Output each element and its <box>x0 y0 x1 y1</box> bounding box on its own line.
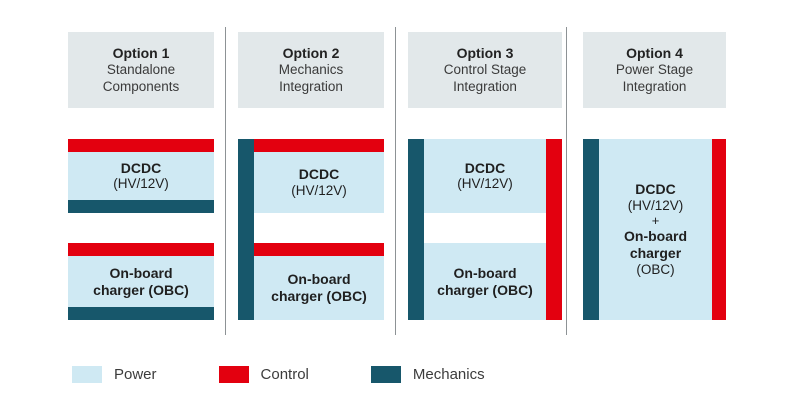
mechanics-bar-shared <box>408 139 424 320</box>
header-subtitle-line-1: Control Stage <box>443 62 527 78</box>
block-title-secondary: On-board <box>624 228 687 245</box>
header-title: Option 4 <box>626 44 683 61</box>
mechanics-bar-shared <box>238 139 254 320</box>
diagram-option-3: DCDC (HV/12V) On-board charger (OBC) <box>408 139 562 320</box>
block-subtitle: (HV/12V) <box>113 176 169 192</box>
block-subtitle: (HV/12V) <box>457 176 513 192</box>
block-title: DCDC <box>120 159 162 176</box>
swatch-control-icon <box>218 366 249 383</box>
block-obc: On-board charger (OBC) <box>254 243 384 320</box>
block-obc: On-board charger (OBC) <box>424 243 546 320</box>
block-dcdc: DCDC (HV/12V) <box>68 139 214 213</box>
column-header-option-1: Option 1 Standalone Components <box>68 32 214 108</box>
column-separator-2 <box>395 27 396 335</box>
header-subtitle-line-1: Power Stage <box>615 62 694 78</box>
block-title: On-board <box>109 264 173 281</box>
mechanics-bar-shared <box>583 139 599 320</box>
header-subtitle-line-2: Integration <box>622 78 687 94</box>
block-title: On-board <box>453 264 517 281</box>
header-subtitle-line-1: Standalone <box>106 62 176 78</box>
mechanics-bar-bottom <box>68 200 214 213</box>
header-subtitle-line-2: Components <box>102 78 180 94</box>
header-title: Option 3 <box>456 44 514 61</box>
swatch-power-icon <box>72 366 102 383</box>
block-dcdc-obc-combined: DCDC (HV/12V) + On-board charger (OBC) <box>599 139 712 320</box>
block-dcdc: DCDC (HV/12V) <box>254 139 384 213</box>
block-subtitle-secondary-line-1: charger <box>629 245 682 262</box>
power-body: On-board charger (OBC) <box>254 256 384 320</box>
block-title: DCDC <box>635 180 676 197</box>
column-header-option-3: Option 3 Control Stage Integration <box>408 32 562 108</box>
column-header-option-2: Option 2 Mechanics Integration <box>238 32 384 108</box>
block-title: On-board <box>287 271 351 288</box>
legend-label: Control <box>260 366 309 383</box>
swatch-mechanics-icon <box>370 366 401 383</box>
block-title: DCDC <box>298 166 340 182</box>
power-body: DCDC (HV/12V) <box>424 139 546 213</box>
diagram-option-2: DCDC (HV/12V) On-board charger (OBC) <box>238 139 384 320</box>
control-bar-shared <box>712 139 726 320</box>
block-subtitle: (HV/12V) <box>627 197 684 213</box>
diagram-option-1: DCDC (HV/12V) On-board charger (OBC) <box>68 139 214 320</box>
block-plus-separator: + <box>651 212 660 228</box>
block-subtitle-secondary-line-2: (OBC) <box>636 261 675 277</box>
diagram-option-4: DCDC (HV/12V) + On-board charger (OBC) <box>583 139 726 320</box>
legend: Power Control Mechanics <box>72 366 547 383</box>
mechanics-bar-bottom <box>68 307 214 320</box>
block-obc: On-board charger (OBC) <box>68 243 214 320</box>
control-bar-shared <box>546 139 562 320</box>
header-subtitle-line-2: Integration <box>279 78 343 94</box>
control-bar-top <box>68 139 214 152</box>
control-bar-top <box>68 243 214 256</box>
power-body: On-board charger (OBC) <box>424 243 546 320</box>
legend-item-mechanics: Mechanics <box>370 366 485 383</box>
power-body: DCDC (HV/12V) + On-board charger (OBC) <box>599 139 712 320</box>
header-title: Option 1 <box>112 44 170 61</box>
control-bar-top <box>254 243 384 256</box>
legend-label: Mechanics <box>412 366 485 383</box>
column-header-option-4: Option 4 Power Stage Integration <box>583 32 726 108</box>
block-subtitle: charger (OBC) <box>271 288 367 304</box>
column-separator-3 <box>566 27 567 335</box>
legend-item-control: Control <box>218 366 309 383</box>
column-separator-1 <box>225 27 226 335</box>
header-subtitle-line-1: Mechanics <box>278 62 344 78</box>
legend-label: Power <box>114 366 157 383</box>
power-body: DCDC (HV/12V) <box>254 152 384 213</box>
block-dcdc: DCDC (HV/12V) <box>424 139 546 213</box>
block-subtitle: (HV/12V) <box>291 182 347 198</box>
control-bar-top <box>254 139 384 152</box>
header-subtitle-line-2: Integration <box>453 78 517 94</box>
block-subtitle: charger (OBC) <box>437 281 533 298</box>
power-body: On-board charger (OBC) <box>68 256 214 307</box>
block-title: DCDC <box>464 159 506 176</box>
power-body: DCDC (HV/12V) <box>68 152 214 200</box>
header-title: Option 2 <box>282 44 340 61</box>
block-subtitle: charger (OBC) <box>93 281 189 298</box>
legend-item-power: Power <box>72 366 157 383</box>
